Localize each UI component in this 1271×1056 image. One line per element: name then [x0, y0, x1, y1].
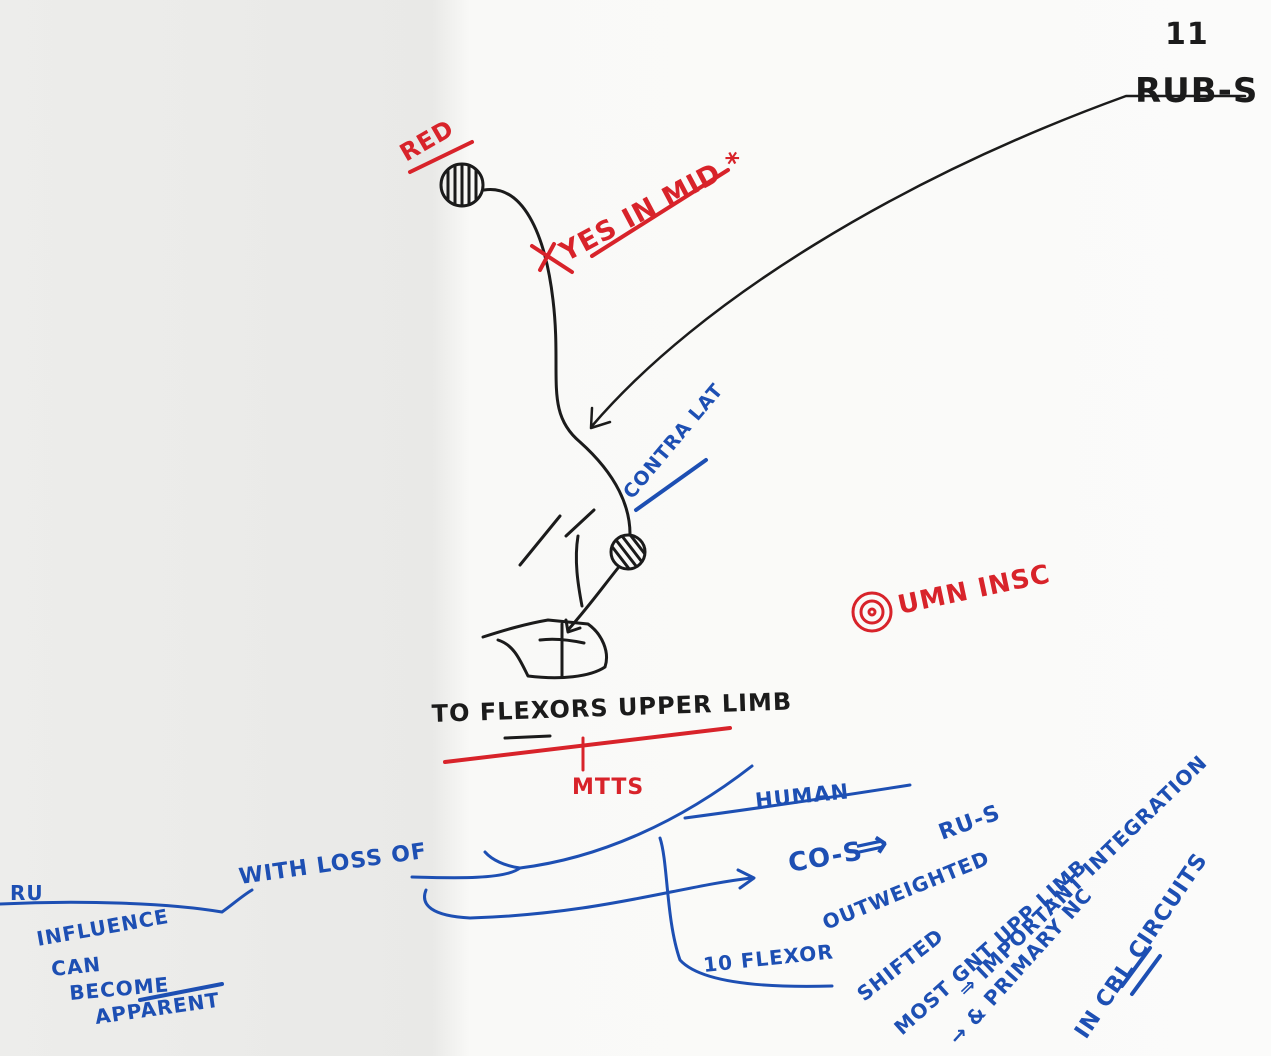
- cbl-double-underline: [1120, 946, 1162, 996]
- hand-drawing: [481, 618, 608, 680]
- decussation-underline: [590, 168, 730, 258]
- species-left-label: RU: [10, 881, 44, 905]
- lesion-symbol: [851, 591, 893, 633]
- cord-outline-curve: [574, 534, 584, 608]
- outweigh-arrowhead: [736, 868, 756, 890]
- cord-outline-slash-left: [518, 514, 562, 567]
- tract-number-label: 11: [1165, 17, 1209, 52]
- outweigh-arrow-line: [423, 876, 754, 920]
- rubrospinal-label-leader: [590, 94, 1247, 428]
- main-blue-baseline: [0, 888, 254, 914]
- can-label: CAN: [50, 952, 102, 981]
- red-divider-line: [443, 726, 732, 764]
- rubrospinal-tract-line: [482, 188, 632, 536]
- tract-name-label: RUB-S: [1135, 71, 1258, 111]
- flexors-underline: [503, 734, 552, 740]
- contralateral-underline: [634, 458, 708, 512]
- decussation-cross-mark: [530, 242, 574, 274]
- red-nucleus-node: [439, 162, 485, 208]
- cord-outline-slash-right: [564, 508, 596, 538]
- evolution-rising-line: [518, 764, 754, 870]
- motor-label: MTTS: [572, 775, 644, 800]
- apparent-underline: [138, 982, 224, 1002]
- motor-neuron-arrowhead: [564, 618, 582, 634]
- red-nucleus-underline: [408, 140, 474, 174]
- human-branch-line: [683, 783, 912, 820]
- loss-hook-line: [410, 850, 522, 880]
- flexor-branch-line: [658, 836, 834, 988]
- spinal-cord-node: [609, 533, 647, 571]
- rubrospinal-arrowhead: [589, 406, 612, 430]
